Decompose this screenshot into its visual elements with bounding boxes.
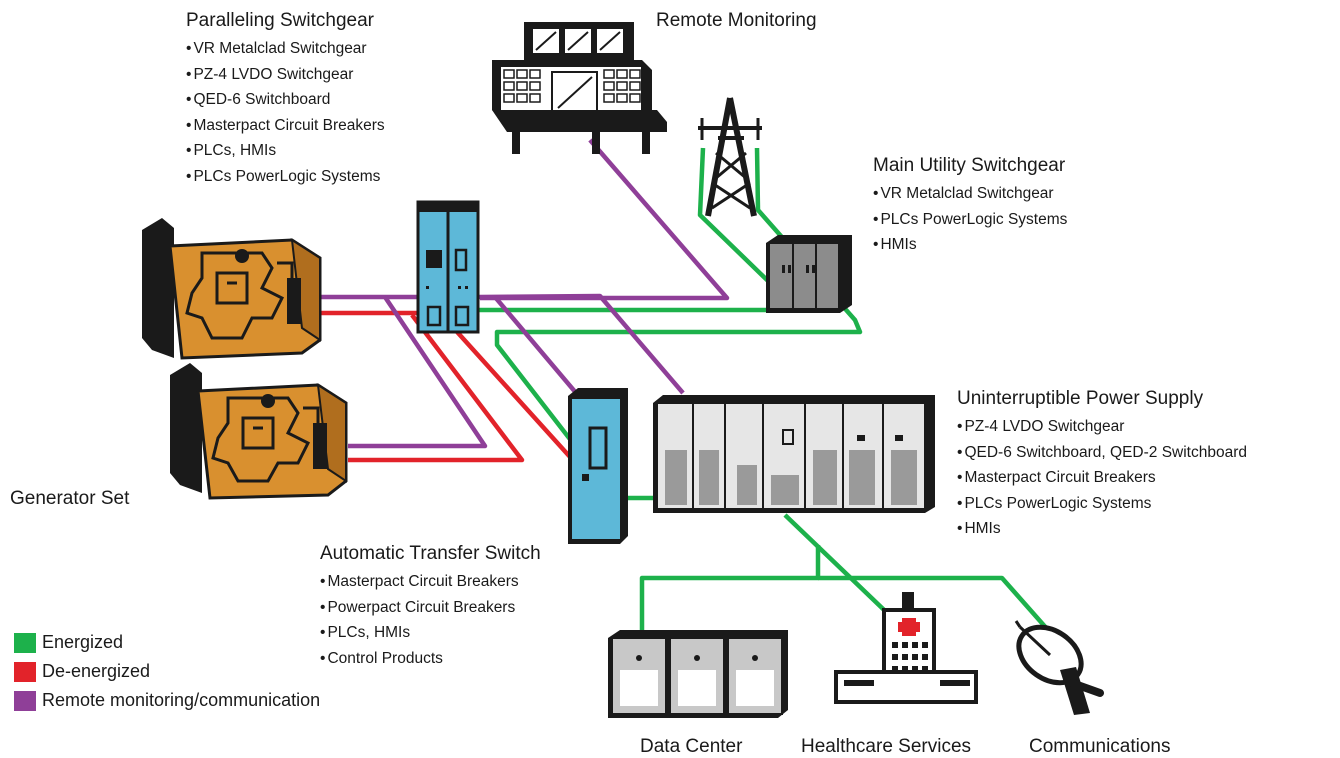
list-item: VR Metalclad Switchgear	[873, 181, 1067, 207]
legend-label: Remote monitoring/communication	[42, 690, 321, 710]
energized-line-tower-left	[467, 147, 801, 330]
list-item: Masterpact Circuit Breakers	[957, 465, 1247, 491]
data-center-icon	[608, 630, 788, 718]
energized-line-ups-dc	[639, 545, 821, 635]
energized-line-ups-comm	[818, 575, 1050, 632]
legend-swatch	[14, 690, 36, 711]
healthcare-label: Healthcare Services	[801, 736, 972, 757]
legend-item-monitoring: Remote monitoring/communication	[14, 686, 320, 715]
list-item: PLCs PowerLogic Systems	[873, 207, 1067, 233]
list-item: HMIs	[873, 232, 1067, 258]
monitoring-line-console	[480, 138, 730, 301]
list-item: PLCs PowerLogic Systems	[186, 164, 385, 190]
ups-title: Uninterruptible Power Supply	[957, 388, 1204, 409]
legend-swatch	[14, 661, 36, 682]
ups-block: Uninterruptible Power Supply PZ-4 LVDO S…	[957, 388, 1247, 542]
ats-title: Automatic Transfer Switch	[320, 543, 541, 564]
monitoring-line-gen1	[318, 293, 685, 395]
utility-cabinet-icon	[766, 235, 852, 313]
paralleling-switchgear-list: VR Metalclad Switchgear PZ-4 LVDO Switch…	[186, 36, 385, 190]
list-item: PLCs, HMIs	[320, 620, 541, 646]
monitoring-lines	[318, 138, 730, 449]
monitoring-line-ats	[493, 295, 584, 402]
list-item: VR Metalclad Switchgear	[186, 36, 385, 62]
list-item: Control Products	[320, 646, 541, 672]
list-item: HMIs	[957, 516, 1247, 542]
generator-icon	[142, 218, 322, 360]
paralleling-switchgear-block: Paralleling Switchgear VR Metalclad Swit…	[186, 10, 385, 189]
control-console-icon	[492, 22, 667, 154]
list-item: Masterpact Circuit Breakers	[186, 113, 384, 139]
ats-block: Automatic Transfer Switch Masterpact Cir…	[320, 543, 541, 671]
legend: Energized De-energized Remote monitoring…	[14, 628, 320, 715]
legend-label: De-energized	[42, 661, 151, 681]
switchgear-cabinet-icon	[416, 200, 480, 334]
monitoring-line-gen2	[348, 295, 488, 449]
generator-icon	[170, 363, 348, 500]
communications-label: Communications	[1029, 736, 1171, 757]
list-item: Masterpact Circuit Breakers	[320, 569, 541, 595]
legend-swatch	[14, 632, 36, 653]
list-item: PLCs, HMIs	[186, 138, 385, 164]
list-item: QED-6 Switchboard	[186, 87, 385, 113]
legend-item-energized: Energized	[14, 628, 320, 657]
main-utility-switchgear-list: VR Metalclad Switchgear PLCs PowerLogic …	[873, 181, 1067, 258]
hospital-icon	[834, 592, 978, 704]
ups-list: PZ-4 LVDO Switchgear QED-6 Switchboard, …	[957, 414, 1247, 542]
ups-cabinet-icon	[653, 395, 935, 513]
ats-list: Masterpact Circuit Breakers Powerpact Ci…	[320, 569, 541, 671]
satellite-dish-icon	[1014, 620, 1104, 715]
list-item: PLCs PowerLogic Systems	[957, 491, 1247, 517]
deenergized-line-gen2	[348, 313, 525, 463]
legend-item-deenergized: De-energized	[14, 657, 320, 686]
legend-label: Energized	[42, 632, 124, 652]
transmission-tower-icon	[698, 97, 762, 217]
data-center-label: Data Center	[640, 736, 743, 757]
transfer-switch-icon	[568, 388, 628, 544]
list-item: QED-6 Switchboard, QED-2 Switchboard	[957, 440, 1247, 466]
remote-monitoring-title: Remote Monitoring	[656, 10, 817, 31]
paralleling-switchgear-title: Paralleling Switchgear	[186, 10, 374, 31]
main-utility-switchgear-block: Main Utility Switchgear VR Metalclad Swi…	[873, 155, 1067, 258]
list-item: Powerpact Circuit Breakers	[320, 595, 541, 621]
energized-line-tower-right	[494, 147, 863, 467]
list-item: PZ-4 LVDO Switchgear	[957, 414, 1247, 440]
main-utility-switchgear-title: Main Utility Switchgear	[873, 155, 1066, 176]
generator-set-title: Generator Set	[10, 488, 130, 509]
list-item: PZ-4 LVDO Switchgear	[186, 62, 385, 88]
